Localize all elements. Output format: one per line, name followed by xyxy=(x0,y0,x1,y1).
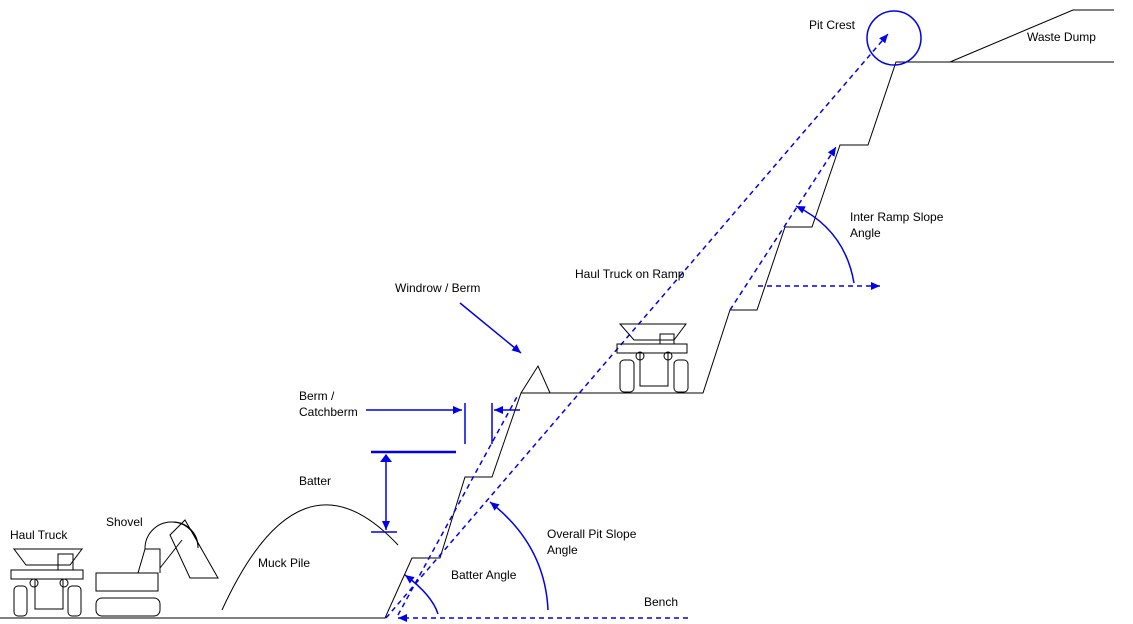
muck-pile-mound xyxy=(221,504,399,611)
shovel xyxy=(95,519,219,617)
berm-label-line1: Berm / xyxy=(299,389,335,403)
batter-dashed-line xyxy=(397,394,519,616)
windrow-triangle xyxy=(520,364,551,394)
waste-dump-label: Waste Dump xyxy=(1027,30,1096,44)
batter-label: Batter xyxy=(299,474,332,488)
haul-truck-on-ramp-label: Haul Truck on Ramp xyxy=(575,267,685,281)
batter-angle-label: Batter Angle xyxy=(451,568,517,582)
haul-truck-label: Haul Truck xyxy=(10,528,68,542)
bench-label: Bench xyxy=(644,595,679,609)
batter-angle-arc xyxy=(404,574,439,615)
pit-crest-label: Pit Crest xyxy=(809,18,856,32)
windrow-pointer xyxy=(459,302,522,354)
batter-arrow-top-head xyxy=(380,454,392,462)
overall-angle-arc xyxy=(489,501,549,611)
overall-slope-label-line1: Overall Pit Slope xyxy=(547,527,637,541)
inter-ramp-label-line1: Inter Ramp Slope xyxy=(850,210,944,224)
haul-truck-on-ramp xyxy=(616,323,689,393)
windrow-berm-label: Windrow / Berm xyxy=(395,281,481,295)
shovel-label: Shovel xyxy=(106,515,143,529)
inter-ramp-slope-line xyxy=(729,146,837,311)
waste-dump-outline xyxy=(949,9,1114,63)
inter-ramp-label-line2: Angle xyxy=(850,226,881,240)
overall-slope-label-line2: Angle xyxy=(547,543,578,557)
muck-pile-label: Muck Pile xyxy=(258,556,311,570)
haul-truck xyxy=(10,548,84,617)
pit-crest-circle xyxy=(866,10,922,66)
pit-wall-profile xyxy=(0,61,1114,619)
inter-ramp-angle-arc xyxy=(795,205,855,284)
berm-label-line2: Catchberm xyxy=(299,405,358,419)
overall-slope-line xyxy=(385,33,889,619)
